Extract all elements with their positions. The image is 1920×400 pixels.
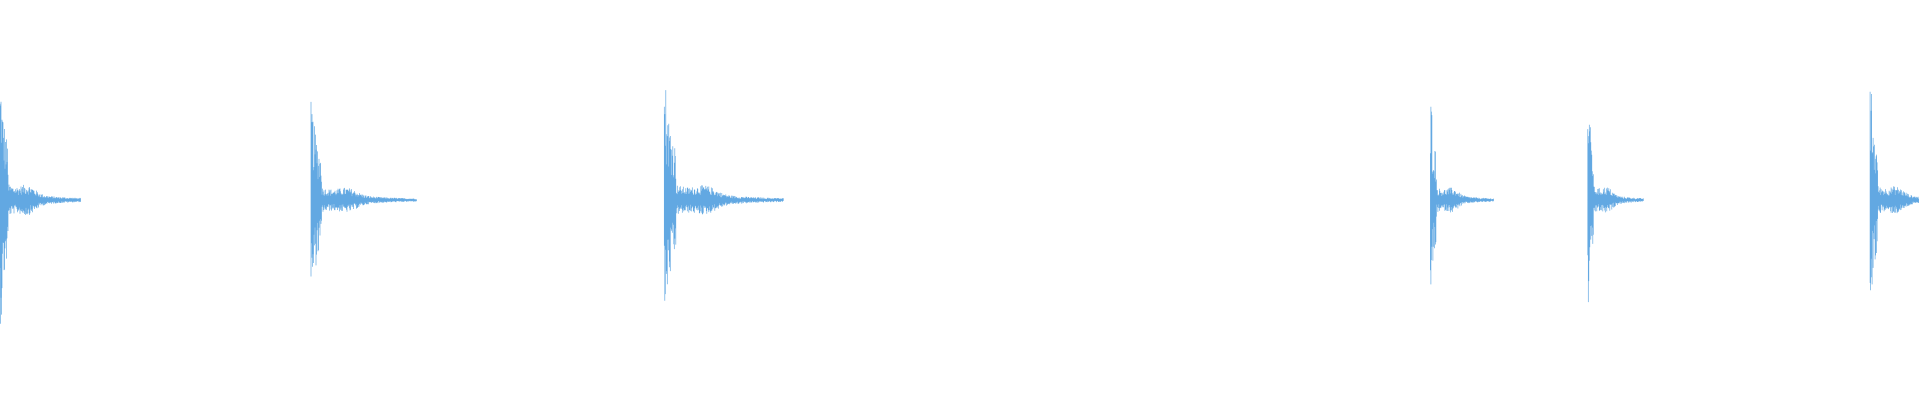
- waveform-event-3: [663, 90, 784, 301]
- waveform-events: [0, 90, 1919, 324]
- waveform-event-path: [1869, 91, 1919, 291]
- waveform-event-4: [1430, 106, 1494, 285]
- waveform-event-path: [310, 101, 417, 277]
- waveform-event-2: [310, 101, 417, 277]
- waveform-event-5: [1587, 124, 1644, 303]
- waveform-event-1: [0, 101, 81, 324]
- waveform-event-path: [1430, 106, 1494, 285]
- waveform-event-path: [0, 101, 81, 324]
- waveform-event-path: [1587, 124, 1644, 303]
- waveform-event-path: [663, 90, 784, 301]
- waveform-event-6: [1869, 91, 1919, 291]
